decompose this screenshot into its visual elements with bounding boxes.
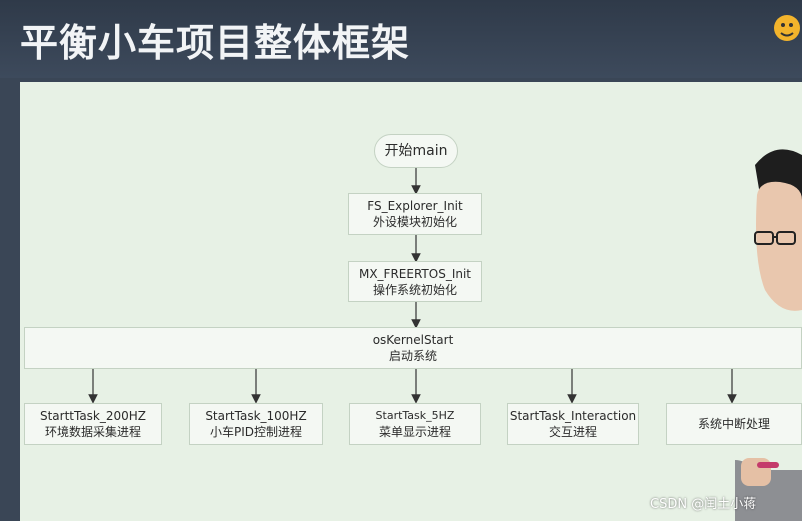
start-node: 开始main: [374, 134, 458, 168]
task-interaction-node: StartTask_Interaction 交互进程: [507, 403, 639, 445]
node-line1: MX_FREERTOS_Init: [359, 266, 471, 282]
node-line1: StartTask_5HZ: [376, 408, 455, 424]
node-line2: 菜单显示进程: [379, 424, 451, 440]
node-line2: 操作系统初始化: [373, 282, 457, 298]
freertos-init-node: MX_FREERTOS_Init 操作系统初始化: [348, 261, 482, 302]
kernel-start-node: osKernelStart 启动系统: [24, 327, 802, 369]
node-line2: 启动系统: [389, 348, 437, 364]
node-line1: StartTask_100HZ: [205, 408, 306, 424]
node-line1: StartTask_Interaction: [510, 408, 636, 424]
node-line1: StarttTask_200HZ: [40, 408, 146, 424]
task-200hz-node: StarttTask_200HZ 环境数据采集进程: [24, 403, 162, 445]
task-5hz-node: StartTask_5HZ 菜单显示进程: [349, 403, 481, 445]
node-line2: 小车PID控制进程: [210, 424, 302, 440]
task-100hz-node: StartTask_100HZ 小车PID控制进程: [189, 403, 323, 445]
node-line2: 交互进程: [549, 424, 597, 440]
start-label: 开始main: [385, 143, 448, 159]
fs-explorer-init-node: FS_Explorer_Init 外设模块初始化: [348, 193, 482, 235]
node-line1: osKernelStart: [373, 332, 454, 348]
node-line2: 环境数据采集进程: [45, 424, 141, 440]
presenter-figure: [735, 140, 802, 521]
watermark: CSDN @闰土小蒋: [650, 493, 756, 512]
node-line2: 外设模块初始化: [373, 214, 457, 230]
node-line1: FS_Explorer_Init: [367, 198, 462, 214]
